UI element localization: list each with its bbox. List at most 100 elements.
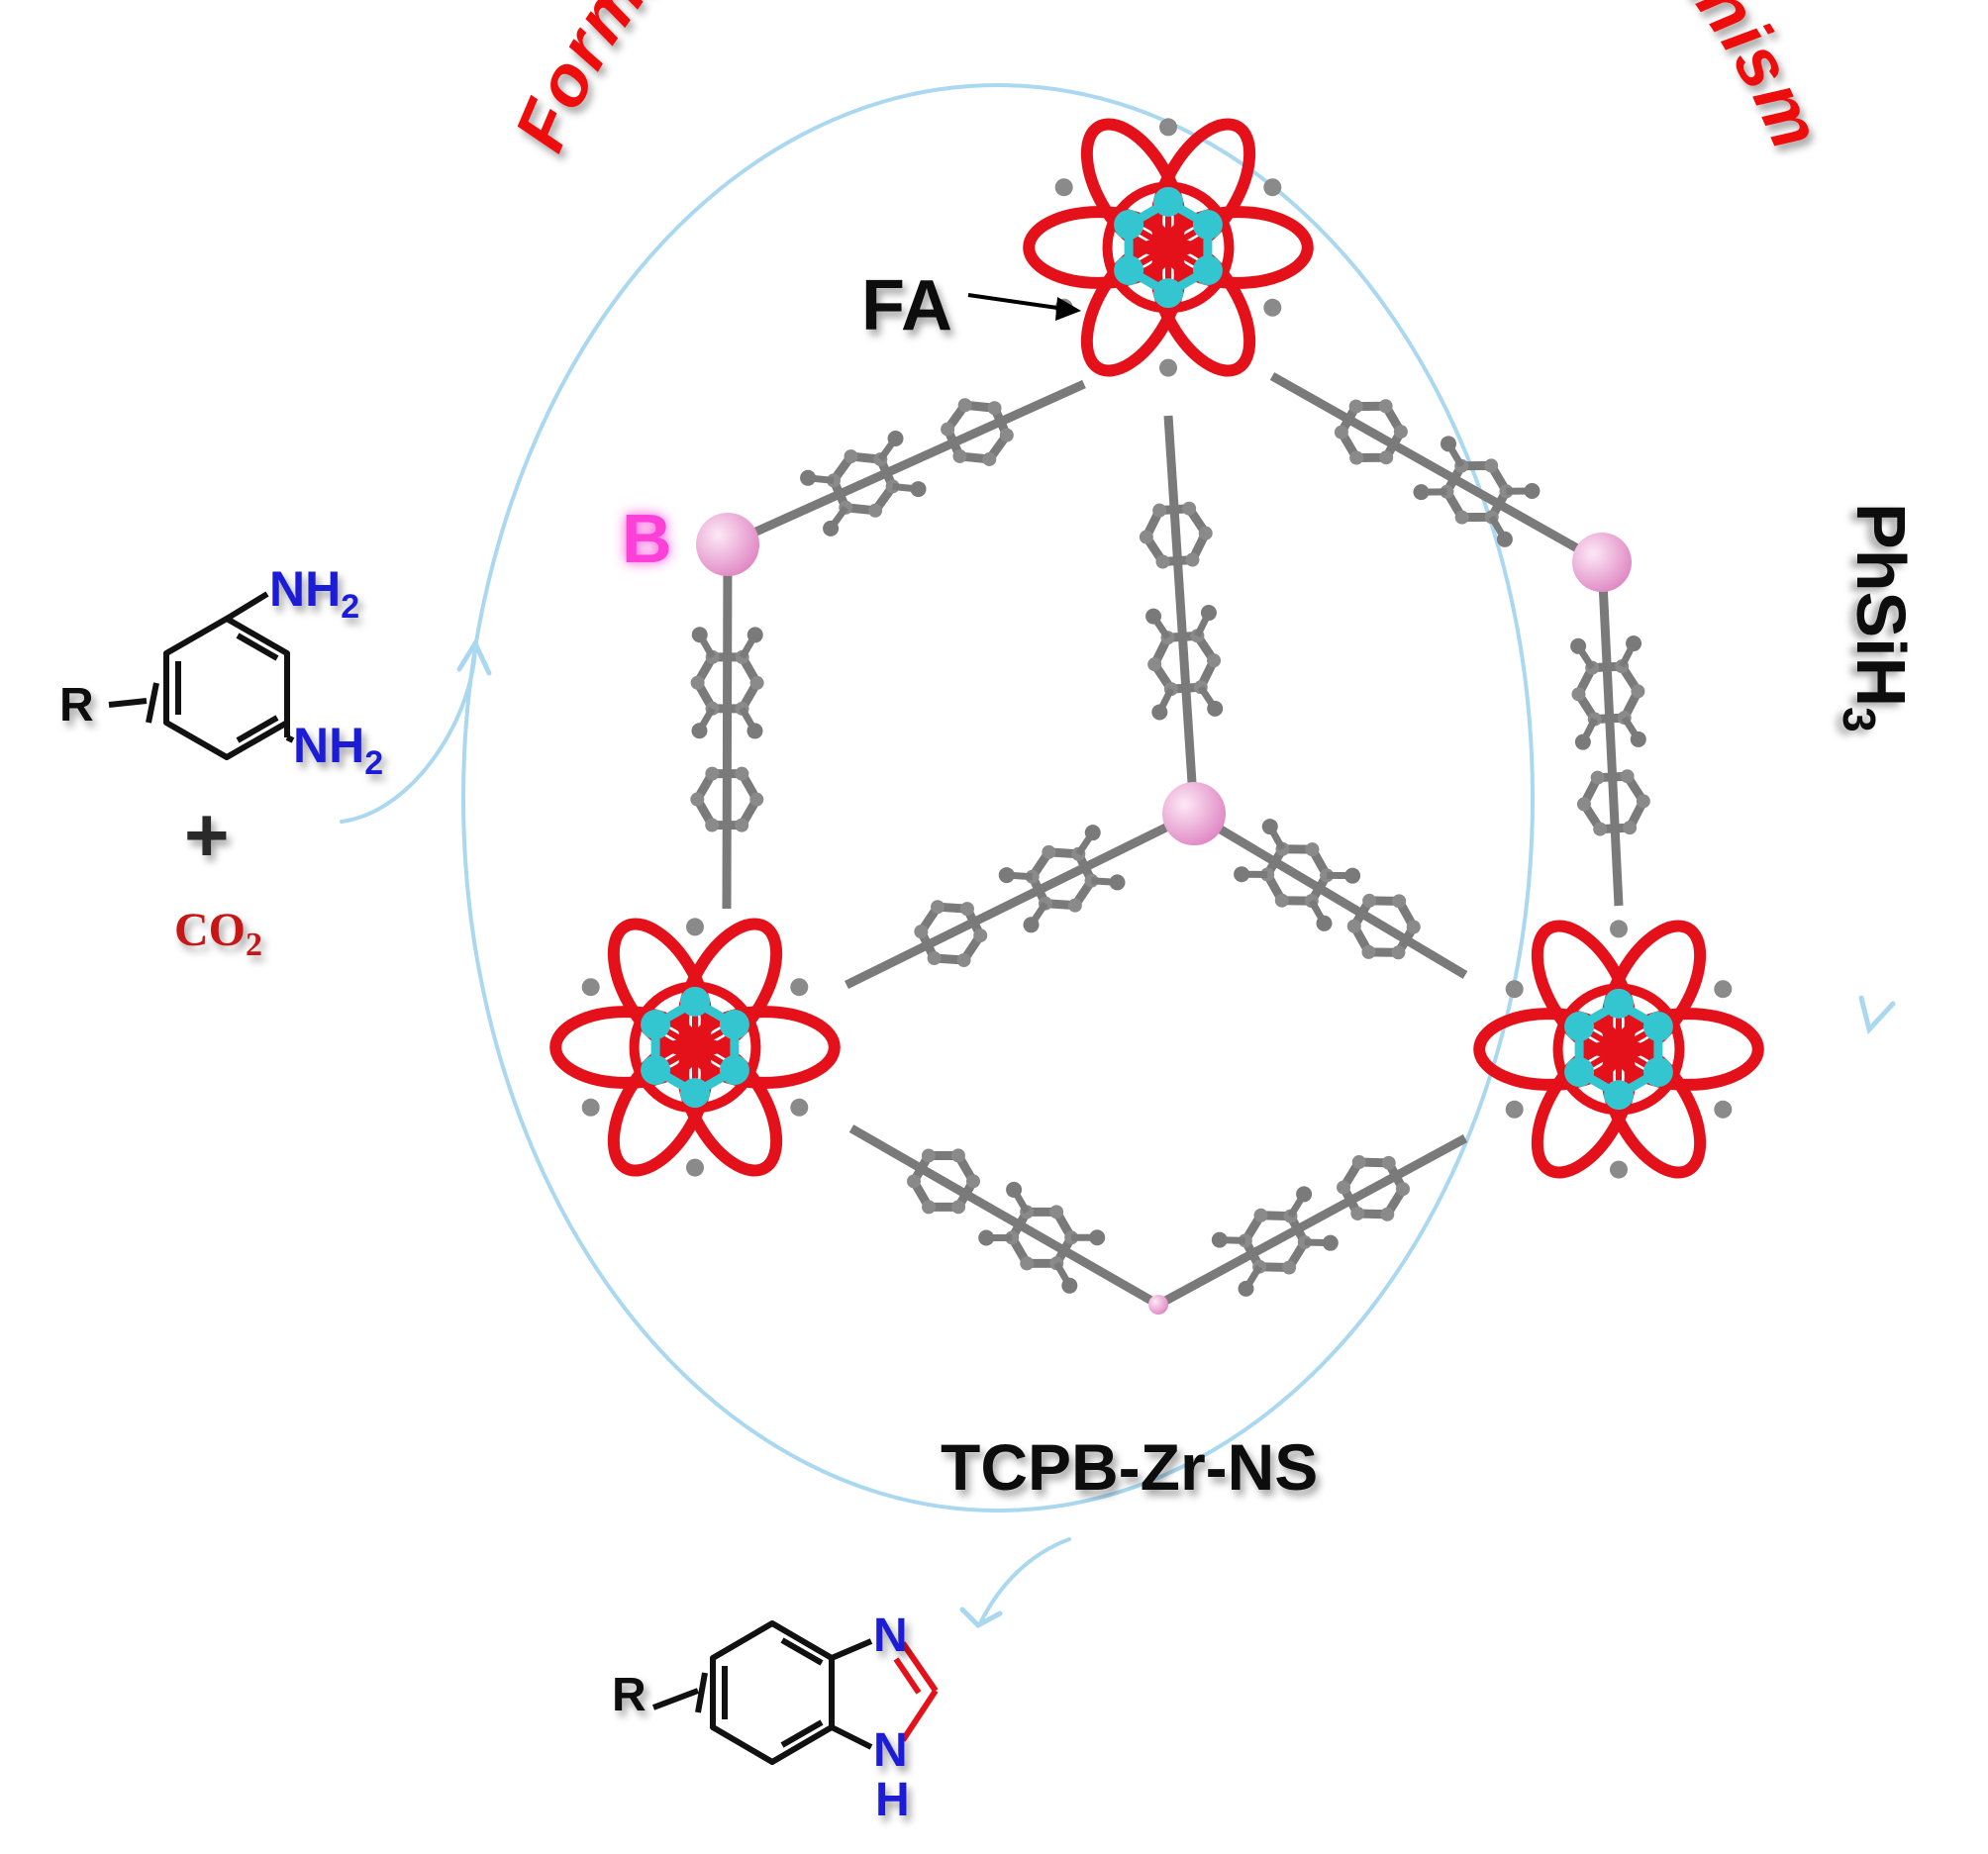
carbon-atom [1334,425,1348,439]
methyl-carbon [1006,1181,1023,1198]
carbon-atom [1049,1205,1064,1220]
methyl-carbon [746,723,763,739]
carbon-atom [690,792,705,807]
methyl-carbon [1626,635,1642,652]
carbon-atom [1147,657,1162,672]
linker-bond [848,1124,1161,1309]
carbon-atom [956,953,971,968]
oxo-shell [1102,181,1235,314]
linker-bond [845,809,1196,990]
zirconium-atom [1604,988,1634,1019]
methyl-carbon [910,481,927,498]
carboxylate-carbon [1610,1160,1628,1179]
methyl-carbon [1496,531,1513,547]
carbon-atom [1305,842,1320,857]
methyl-carbon [1413,484,1430,501]
linker-strut [1570,561,1650,907]
carbon-atom [690,675,705,690]
carbon-atom [844,449,858,464]
substituent-r-reactant: R [59,679,94,732]
methyl-carbon [1344,867,1361,884]
carbon-atom [1042,844,1056,859]
linker-strut [726,379,1086,549]
zirconium-atom [719,1055,749,1086]
boron-label: B [622,500,672,577]
carbon-atom [1274,893,1289,908]
carbon-atom [1185,552,1200,567]
zirconium-atom [1642,1011,1673,1041]
methyl-carbon [1322,1234,1339,1251]
methyl-carbon [1524,483,1541,500]
carbon-atom [1391,945,1406,960]
carbon-atom [1020,1256,1035,1271]
carbon-atom [1381,1155,1396,1170]
zirconium-atom [1114,255,1144,286]
methyl-carbon [691,723,708,739]
methyl-carbon [1023,917,1040,933]
carbon-atom [1198,526,1213,540]
linker-bond [1597,561,1624,907]
amine-group-top: NH2 [269,561,359,626]
linker-bond [1191,810,1468,979]
carbon-atom [951,1200,966,1215]
carbon-atom [1067,898,1082,913]
carbon-atom [1484,458,1499,473]
carboxylate-carbon [1159,118,1177,137]
carbon-atom [1337,1180,1351,1195]
carbon-atom [735,818,749,832]
methyl-carbon [823,520,840,537]
linker-strut [1191,810,1468,979]
zirconium-atom [641,1009,671,1039]
carbon-atom [1155,554,1170,569]
methyl-carbon [1316,915,1333,931]
methyl-carbon [1151,704,1168,721]
linker-strut [690,543,764,910]
carbon-atom [1406,920,1421,934]
carbon-atom [1282,1260,1297,1275]
zr6-cluster-left [549,918,841,1177]
zr6-cluster-top [1023,118,1314,377]
reagent-label: PhSiH3 [1834,503,1920,732]
zirconium-atom [1564,1057,1595,1088]
plus-sign: + [184,791,230,878]
central-oxygen [685,1037,705,1057]
carbon-atom [927,951,942,966]
methyl-carbon [1440,436,1456,452]
carbon-atom [1593,822,1608,836]
carbon-atom [705,818,720,832]
linker-strut [1269,372,1605,566]
carboxylate-carbon [686,918,704,936]
carbon-atom [1253,1208,1268,1222]
central-oxygen [1609,1039,1629,1059]
methyl-carbon [998,867,1015,884]
carboxylate-carbon [581,1098,600,1117]
carbon-atom [1395,1182,1410,1197]
carbon-atom [914,925,929,939]
carbon-atom [1620,769,1635,784]
zr6-cluster-right [1473,920,1764,1179]
carboxylate-carbon [1159,358,1177,377]
substituent-r-product: R [612,1669,646,1721]
carboxylate-carbon [1505,980,1524,999]
amine-group-bottom: NH2 [293,718,383,782]
methyl-carbon [1238,1280,1254,1297]
boron-atom [1148,1295,1168,1315]
carbon-atom [1348,399,1363,414]
linker-bond [722,543,733,910]
product-benzimidazole [651,1620,939,1765]
carbon-atom [735,766,749,781]
methyl-carbon [978,1229,995,1246]
carbon-atom [1351,1155,1366,1170]
imine-nitrogen-label: N [873,1610,908,1662]
carbon-atom [749,675,764,690]
zirconium-atom [1604,1080,1634,1111]
oxo-shell [1552,983,1685,1116]
carbon-atom [957,398,972,413]
methyl-carbon [1630,731,1646,747]
linker-bond [1269,372,1605,566]
catalyst-label: TCPB-Zr-NS [941,1430,1318,1504]
carboxylate-carbon [1505,1100,1524,1119]
methyl-carbon [746,627,763,643]
carbon-atom [1571,687,1586,702]
